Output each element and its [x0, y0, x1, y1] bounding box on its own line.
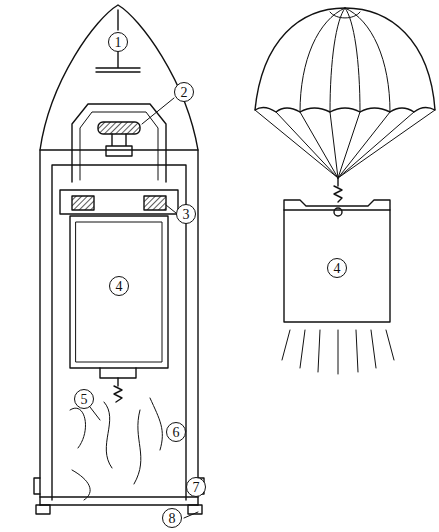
callout-number: 1: [108, 32, 128, 52]
leader-line: [90, 98, 203, 518]
inner-tube: [52, 165, 186, 500]
callout-number: 4: [327, 258, 347, 278]
callout-number: 4: [109, 276, 129, 296]
cone-joint: [40, 149, 198, 150]
callout-number: 8: [162, 508, 182, 528]
nose-cone: [40, 5, 198, 505]
callout-number: 6: [166, 422, 186, 442]
payload-container: [70, 216, 168, 368]
canopy: [255, 8, 435, 112]
foot: [36, 505, 50, 514]
cone-tip-line: [117, 10, 118, 30]
descending-payload: [284, 210, 390, 322]
latch: [34, 478, 204, 494]
callout-number: 5: [74, 389, 94, 409]
separation-plate: [96, 52, 140, 72]
callout-number: 7: [186, 477, 206, 497]
folded-parachute: [70, 398, 162, 500]
callout-number: 2: [174, 82, 194, 102]
striped-block: [98, 122, 140, 134]
callout-number: 3: [176, 204, 196, 224]
shroud-lines: [255, 8, 435, 178]
impact-lines: [282, 330, 394, 374]
